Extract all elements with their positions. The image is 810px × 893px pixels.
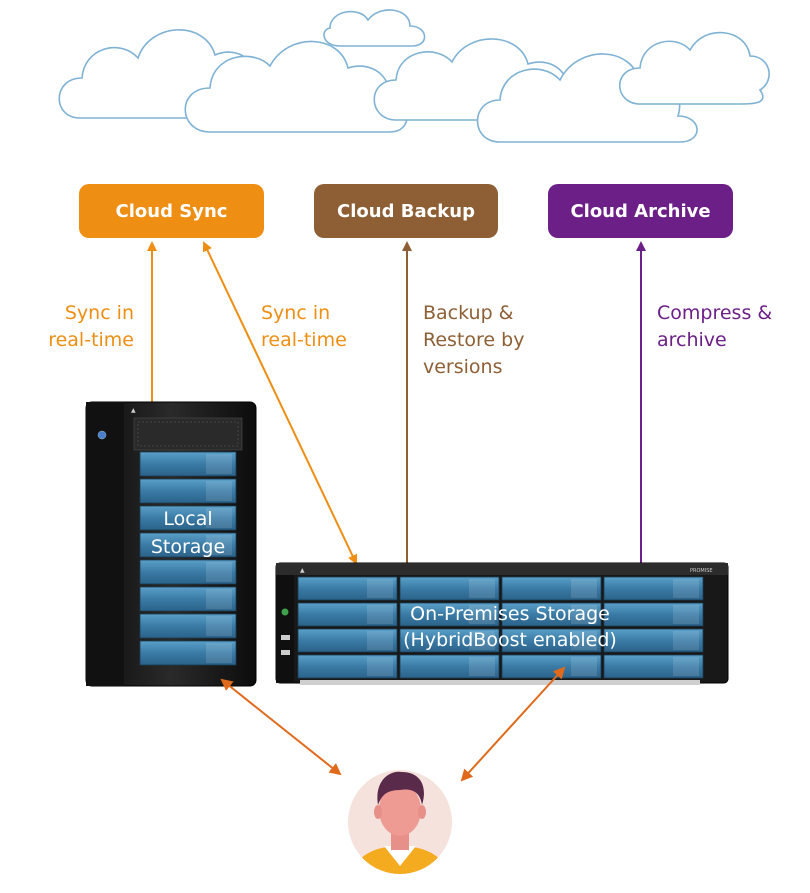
- drive-latch: [469, 605, 495, 624]
- drive-latch: [673, 579, 699, 598]
- drive-bay: [399, 576, 500, 601]
- drive-latch: [673, 631, 699, 650]
- drive-bay: [399, 602, 500, 627]
- cloud-sync-service[interactable]: Cloud Sync: [79, 184, 264, 238]
- drive-latch: [571, 605, 597, 624]
- local-storage-device[interactable]: ▲ Local Storage: [85, 401, 257, 687]
- drive-latch: [206, 535, 232, 555]
- drive-bay: [501, 602, 602, 627]
- cloud-shape: [476, 53, 698, 143]
- sync-local-note: Sync in real-time: [48, 302, 134, 351]
- drive-bay: [297, 602, 398, 627]
- brand-logo: ▲: [300, 567, 305, 574]
- drive-latch: [673, 657, 699, 676]
- drive-bay: [399, 628, 500, 653]
- note-line: real-time: [261, 329, 347, 351]
- drive-latch: [571, 631, 597, 650]
- drive-latch: [206, 562, 232, 582]
- note-line: Restore by: [423, 329, 524, 351]
- cloud-sync-label: Cloud Sync: [116, 201, 228, 222]
- local-storage-label: Storage: [151, 536, 225, 558]
- cloud-backup-service[interactable]: Cloud Backup: [314, 184, 498, 238]
- drive-bay: [501, 576, 602, 601]
- backup-note: Backup & Restore by versions: [423, 302, 524, 378]
- drive-latch: [469, 657, 495, 676]
- cloud-group: [58, 9, 770, 143]
- drive-bay: [297, 628, 398, 653]
- drive-latch: [367, 605, 393, 624]
- drive-latch: [673, 605, 699, 624]
- usb-port-icon: [281, 650, 290, 655]
- note-line: versions: [423, 356, 503, 378]
- cloud-archive-label: Cloud Archive: [570, 201, 710, 222]
- drive-bay: [603, 628, 704, 653]
- drive-latch: [206, 454, 232, 474]
- drive-bay: [139, 559, 237, 585]
- note-line: archive: [657, 329, 727, 351]
- on-premises-storage-label: On-Premises Storage: [410, 603, 610, 625]
- drive-latch: [571, 579, 597, 598]
- sync-onprem-arrow: [202, 241, 358, 565]
- drive-latch: [206, 508, 232, 528]
- drive-bay: [139, 451, 237, 477]
- note-line: Sync in: [65, 302, 134, 324]
- drive-latch: [367, 657, 393, 676]
- drive-latch: [206, 589, 232, 609]
- drive-latch: [469, 631, 495, 650]
- drive-latch: [571, 657, 597, 676]
- sync-onprem-note: Sync in real-time: [261, 302, 347, 351]
- note-line: real-time: [48, 329, 134, 351]
- note-line: Backup &: [423, 302, 514, 324]
- usb-port-icon: [281, 635, 290, 640]
- drive-latch: [206, 616, 232, 636]
- archive-note: Compress & archive: [657, 302, 772, 351]
- drive-bay: [139, 613, 237, 639]
- note-line: Compress &: [657, 302, 772, 324]
- drive-latch: [206, 643, 232, 663]
- drive-latch: [367, 631, 393, 650]
- user-local-arrow: [220, 678, 342, 776]
- drive-latch: [206, 481, 232, 501]
- on-premises-storage-label: (HybridBoost enabled): [403, 629, 617, 651]
- drive-latch: [469, 579, 495, 598]
- drive-bay: [603, 602, 704, 627]
- drive-bay: [139, 532, 237, 558]
- cloud-shape: [323, 9, 426, 47]
- cloud-archive-service[interactable]: Cloud Archive: [548, 184, 733, 238]
- note-line: Sync in: [261, 302, 330, 324]
- power-button-icon: [97, 430, 107, 440]
- brand-logo: ▲: [131, 407, 136, 414]
- on-premises-storage-device[interactable]: ▲ PROMISE On-Premises Storage (HybridBoo…: [275, 562, 729, 685]
- user-avatar: [348, 770, 452, 874]
- drive-bays: [297, 576, 704, 679]
- drive-bay: [603, 654, 704, 679]
- drive-bay: [139, 586, 237, 612]
- drive-bay: [297, 576, 398, 601]
- power-button-icon: [281, 608, 289, 616]
- drive-bay: [297, 654, 398, 679]
- drive-bay: [139, 478, 237, 504]
- cloud-backup-label: Cloud Backup: [337, 201, 475, 222]
- cloud-shape: [618, 31, 770, 105]
- drive-bay: [501, 628, 602, 653]
- drive-bays: [139, 451, 237, 666]
- local-storage-label: Local: [163, 508, 212, 530]
- brand-logo: PROMISE: [690, 568, 713, 574]
- user-onprem-arrow: [460, 666, 566, 782]
- drive-bay: [139, 640, 237, 666]
- drive-bay: [603, 576, 704, 601]
- drive-latch: [367, 579, 393, 598]
- drive-bay: [139, 505, 237, 531]
